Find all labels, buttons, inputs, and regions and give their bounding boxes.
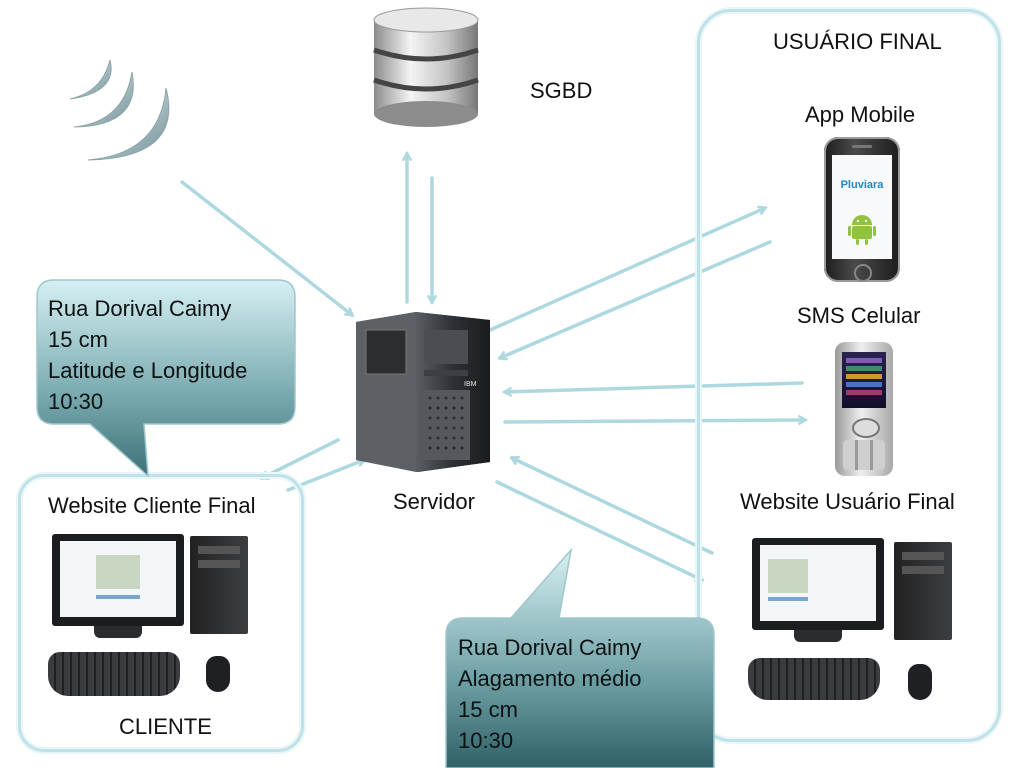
arrow-app-to-server	[500, 240, 772, 358]
callout-client-line-1: Rua Dorival Caimy	[48, 296, 232, 321]
menu-row-icon	[846, 390, 882, 395]
pc-tower-icon	[894, 542, 952, 640]
callout-user-line-3: 15 cm	[458, 697, 518, 722]
keyboard-icon	[48, 652, 180, 696]
cellphone-dpad-icon	[852, 418, 880, 438]
callout-user-line-2: Alagamento médio	[458, 666, 642, 691]
keyboard-icon	[748, 658, 880, 700]
phone-speaker	[852, 145, 872, 148]
monitor-stand-icon	[794, 630, 842, 642]
servidor-label: Servidor	[393, 489, 475, 514]
cellphone-keypad-icon	[843, 440, 885, 470]
android-robot-icon	[848, 215, 876, 245]
server-brand: IBM	[464, 381, 477, 388]
cliente-panel	[18, 474, 304, 752]
callout-user-line-1: Rua Dorival Caimy	[458, 635, 642, 660]
monitor-icon	[752, 538, 884, 630]
monitor-screen	[60, 541, 176, 617]
page-bar-icon	[768, 597, 808, 601]
menu-row-icon	[846, 366, 882, 371]
arrow-server-to-sms	[503, 420, 805, 422]
callout-client-line-2: 15 cm	[48, 327, 108, 352]
callout-user-text: Rua Dorival Caimy Alagamento médio 15 cm…	[458, 632, 641, 756]
database-icon	[373, 7, 479, 127]
callout-client-line-3: Latitude e Longitude	[48, 358, 248, 383]
arrow-sensor-to-server	[180, 180, 352, 315]
sgbd-label: SGBD	[530, 78, 593, 103]
smartphone-icon: Pluviara	[824, 137, 900, 282]
app-mobile-label: App Mobile	[805, 102, 916, 127]
menu-row-icon	[846, 382, 882, 387]
cliente-label: CLIENTE	[119, 714, 212, 739]
mouse-icon	[206, 656, 230, 692]
callout-client-bubble	[36, 279, 296, 478]
cellphone-screen	[842, 352, 886, 408]
arrow-website-cliente-to-server	[286, 460, 364, 492]
arrow-server-to-website-usuario	[495, 480, 702, 580]
map-thumbnail-icon	[96, 555, 140, 589]
desktop-computer-cliente-icon	[48, 532, 256, 702]
menu-row-icon	[846, 374, 882, 379]
usuario-final-panel	[697, 9, 1001, 742]
usuario-final-title: USUÁRIO FINAL	[773, 29, 942, 54]
website-cliente-final-label: Website Cliente Final	[48, 493, 256, 518]
map-thumbnail-icon	[768, 559, 808, 593]
website-usuario-final-label: Website Usuário Final	[740, 489, 955, 514]
arrow-server-to-app	[488, 208, 765, 332]
desktop-computer-usuario-icon	[748, 536, 956, 706]
sms-celular-label: SMS Celular	[797, 303, 921, 328]
arrow-server-to-website-cliente	[262, 438, 340, 478]
wireless-sensor-icon	[69, 59, 170, 161]
phone-home-button	[854, 264, 872, 282]
callout-user-line-4: 10:30	[458, 728, 514, 753]
callout-client-text: Rua Dorival Caimy 15 cm Latitude e Longi…	[48, 293, 247, 417]
arrow-website-usuario-to-server	[512, 458, 714, 555]
menu-row-icon	[846, 358, 882, 363]
phone-screen: Pluviara	[832, 155, 892, 259]
mouse-icon	[908, 664, 932, 700]
callout-user-bubble	[445, 548, 715, 768]
server-icon: IBM	[356, 312, 490, 472]
monitor-screen	[760, 545, 876, 621]
app-name: Pluviara	[840, 179, 884, 191]
pc-tower-icon	[190, 536, 248, 634]
arrow-sms-to-server	[505, 381, 804, 392]
page-bar-icon	[96, 595, 140, 599]
monitor-stand-icon	[94, 626, 142, 638]
cellphone-icon	[835, 342, 893, 476]
monitor-icon	[52, 534, 184, 626]
callout-client-line-4: 10:30	[48, 389, 104, 414]
